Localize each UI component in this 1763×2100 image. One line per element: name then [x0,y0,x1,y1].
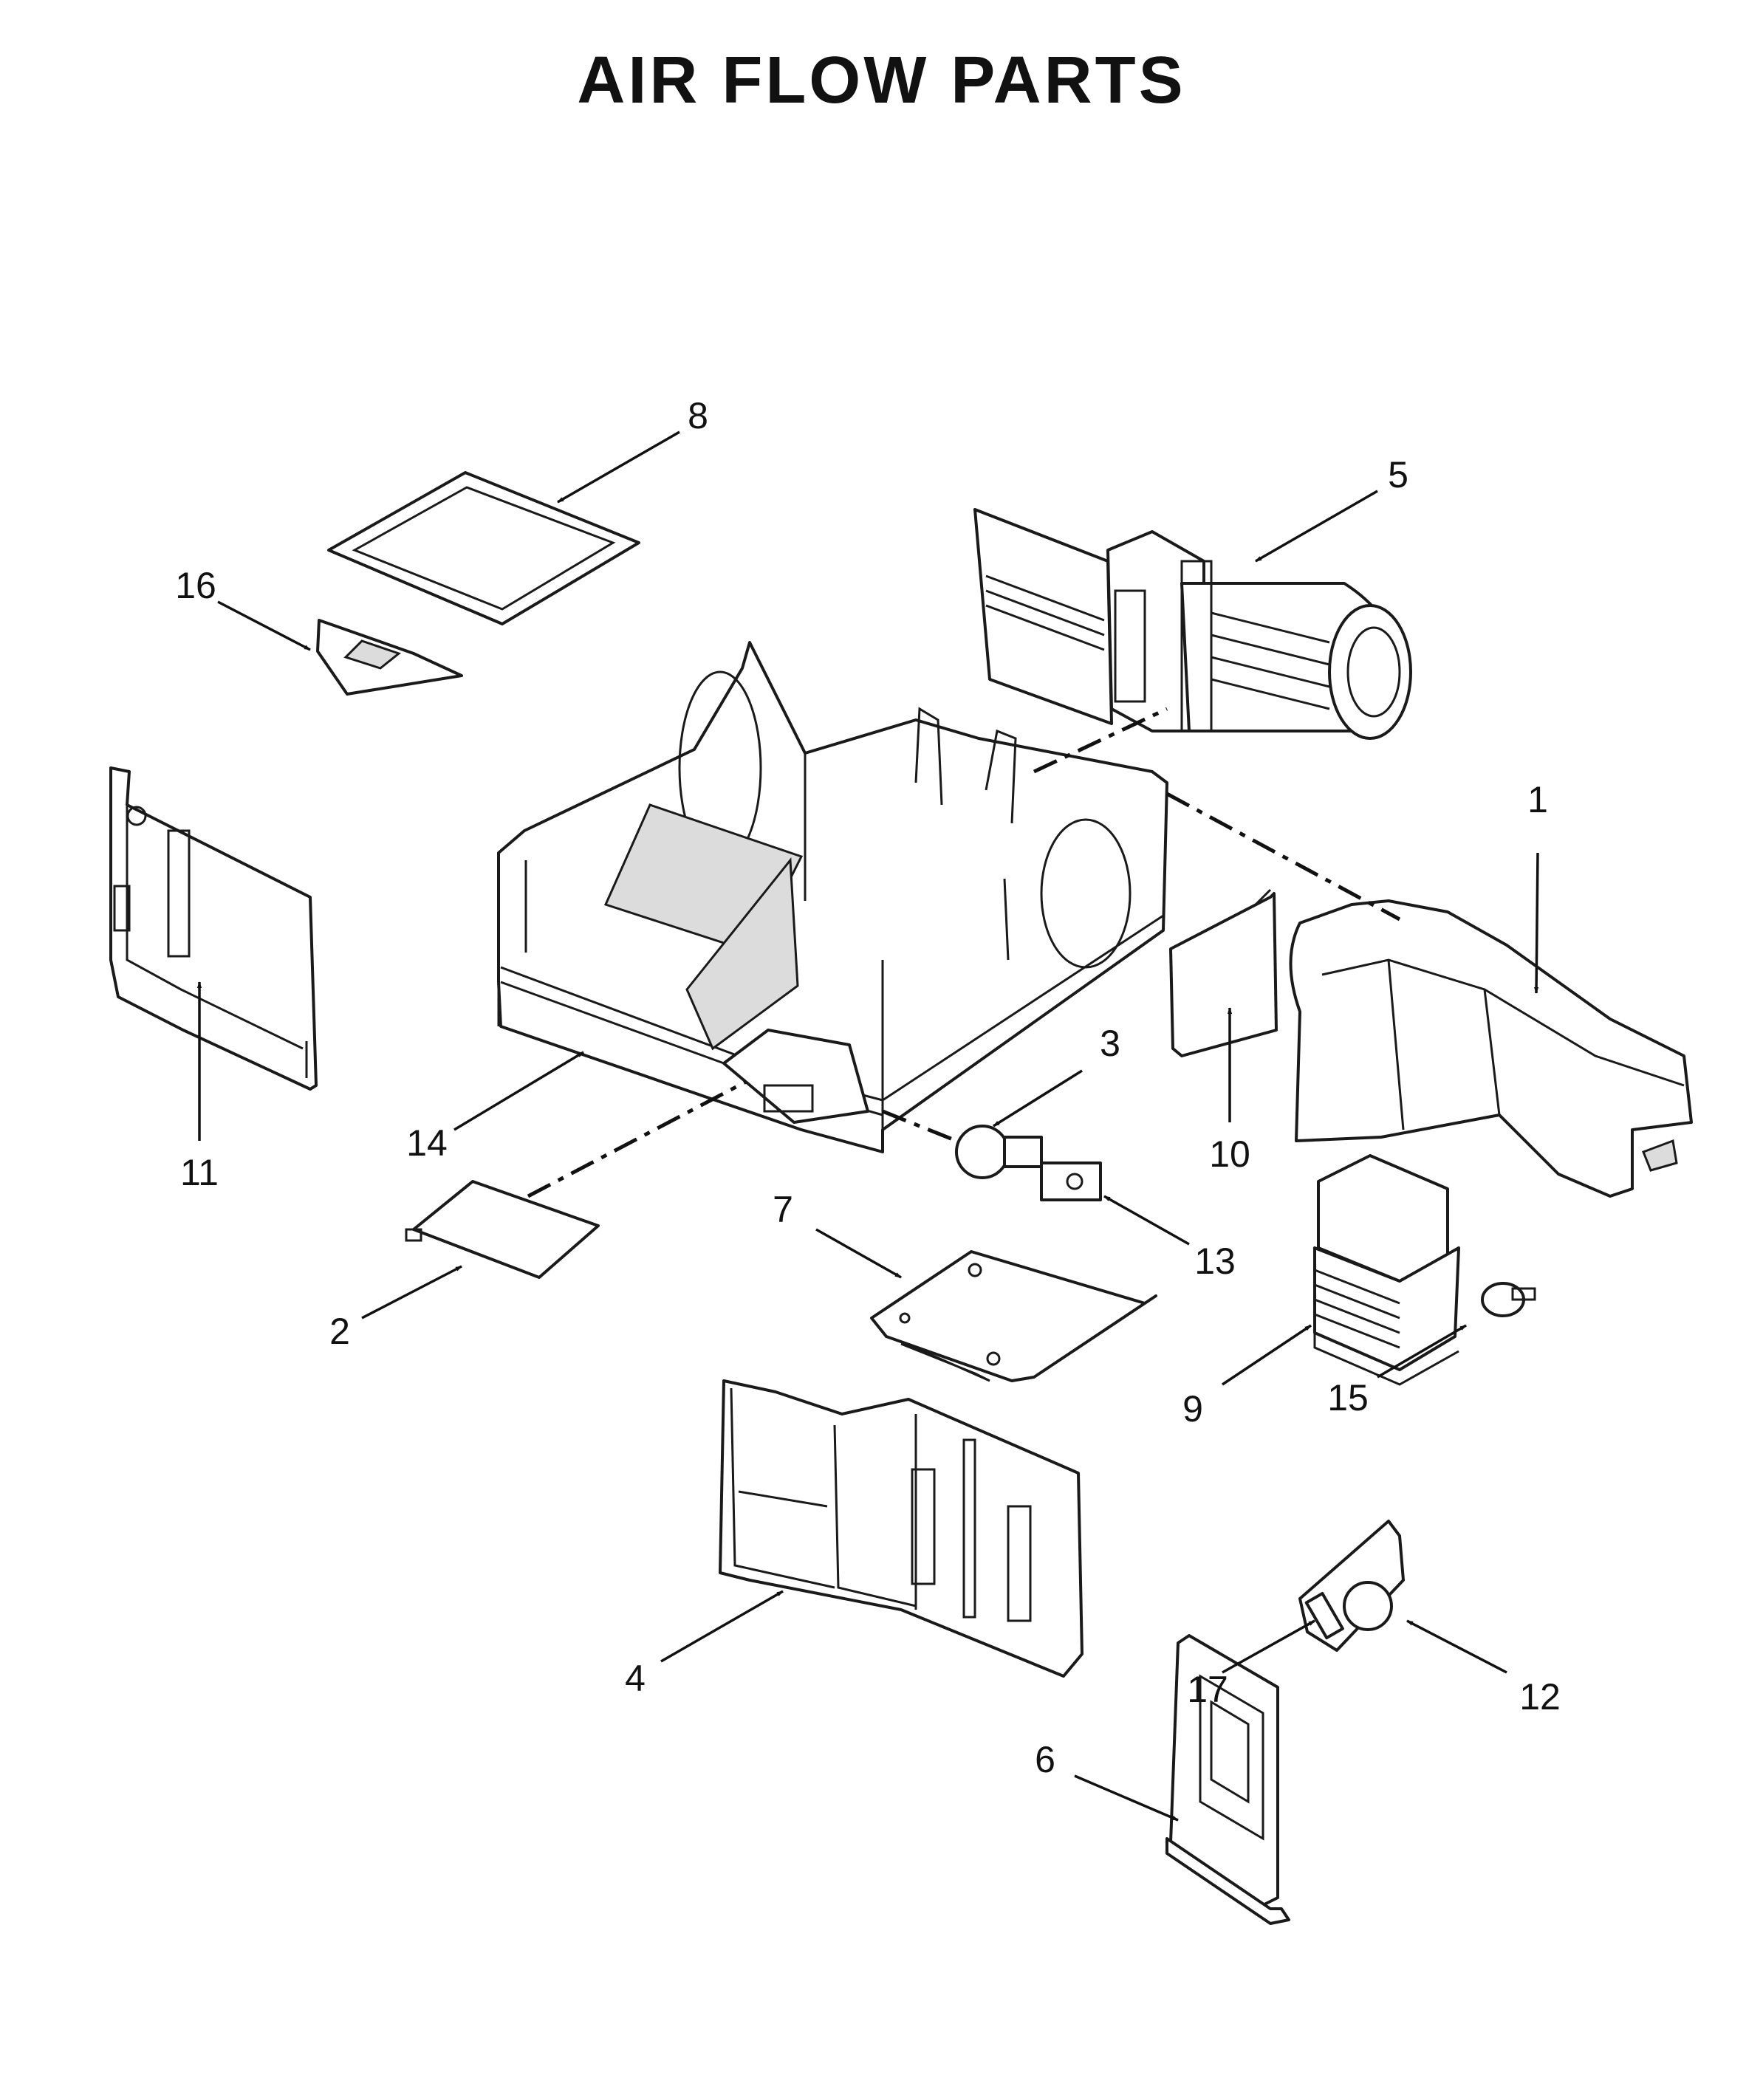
assembly-lines [527,707,1401,1198]
callout-8: 8 [688,395,708,436]
callout-15: 15 [1327,1377,1369,1418]
leader-lines [196,430,1539,1822]
callout-2: 2 [329,1311,350,1352]
callout-3: 3 [1100,1023,1120,1064]
part-10-damper-plate[interactable] [1169,888,1278,1057]
callout-11: 11 [180,1152,219,1193]
part-7-bottom-plate[interactable] [870,1250,1157,1382]
part-14-air-guide-base[interactable] [497,641,1168,1153]
part-6-damper-door[interactable] [1165,1634,1290,1925]
part-17-bracket[interactable] [1304,1592,1344,1640]
part-15-thermostat[interactable] [1481,1282,1536,1317]
callout-10: 10 [1209,1133,1250,1175]
callout-labels: 8 16 5 1 11 10 14 3 13 7 2 9 15 4 12 17 … [175,395,1561,1780]
part-12-sensor-knob[interactable] [1298,1520,1405,1652]
part-16-charcoal-filter[interactable] [316,619,463,696]
part-11-side-panel[interactable] [109,766,318,1091]
diagram-title: AIR FLOW PARTS [577,44,1186,117]
part-8-grease-filter[interactable] [327,471,640,625]
part-1-air-duct[interactable] [1289,899,1693,1198]
callout-6: 6 [1035,1739,1055,1780]
callout-7: 7 [773,1189,793,1230]
callout-5: 5 [1388,454,1408,495]
part-2-cover-plate[interactable] [405,1180,600,1279]
part-13-lamp-socket[interactable] [1040,1161,1102,1201]
callout-14: 14 [406,1122,448,1164]
part-5-blower-motor[interactable] [973,508,1412,740]
callout-9: 9 [1182,1388,1203,1430]
part-4-vent-grille[interactable] [719,1379,1084,1678]
part-9-transformer[interactable] [1313,1154,1460,1386]
callout-1: 1 [1527,779,1548,820]
callout-12: 12 [1519,1676,1561,1718]
callout-16: 16 [175,565,216,606]
callout-4: 4 [625,1658,646,1699]
part-3-lamp-bulb[interactable] [955,1125,1043,1179]
callout-13: 13 [1194,1241,1236,1282]
callout-17: 17 [1187,1669,1228,1710]
